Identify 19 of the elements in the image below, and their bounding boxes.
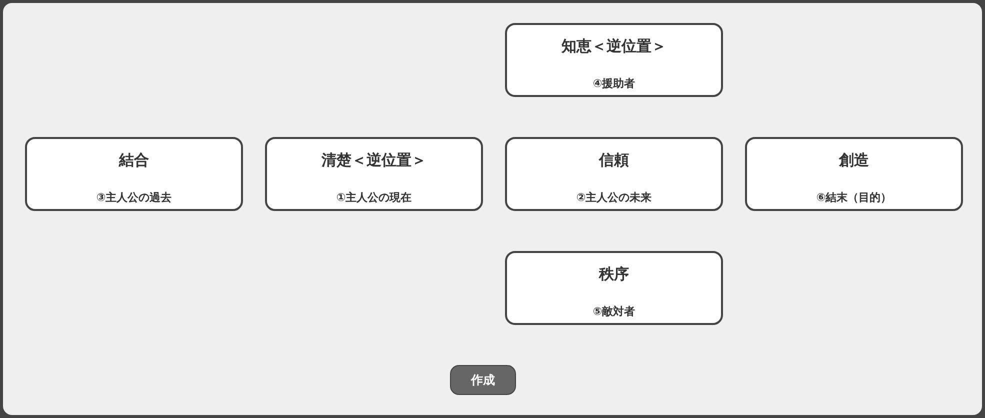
card-title: 信頼 [599,151,629,170]
card-subtitle: ⑤敵対者 [592,304,636,319]
card-box [505,251,723,325]
card-box [505,23,723,97]
card-box [505,137,723,211]
card-subtitle: ④援助者 [592,76,636,91]
card-title: 清楚＜逆位置＞ [322,151,426,170]
card-subtitle: ①主人公の現在 [336,190,412,205]
card-box [265,137,483,211]
card-title: 創造 [839,151,869,170]
card-subtitle: ⑥結末（目的） [816,190,892,205]
card-box [25,137,243,211]
card-box [745,137,963,211]
card-title: 結合 [119,151,149,170]
card-subtitle: ③主人公の過去 [96,190,172,205]
card-title: 知恵＜逆位置＞ [562,37,666,56]
card-subtitle: ②主人公の未来 [576,190,652,205]
card-title: 秩序 [599,265,629,284]
create-button: 作成 [450,365,516,395]
